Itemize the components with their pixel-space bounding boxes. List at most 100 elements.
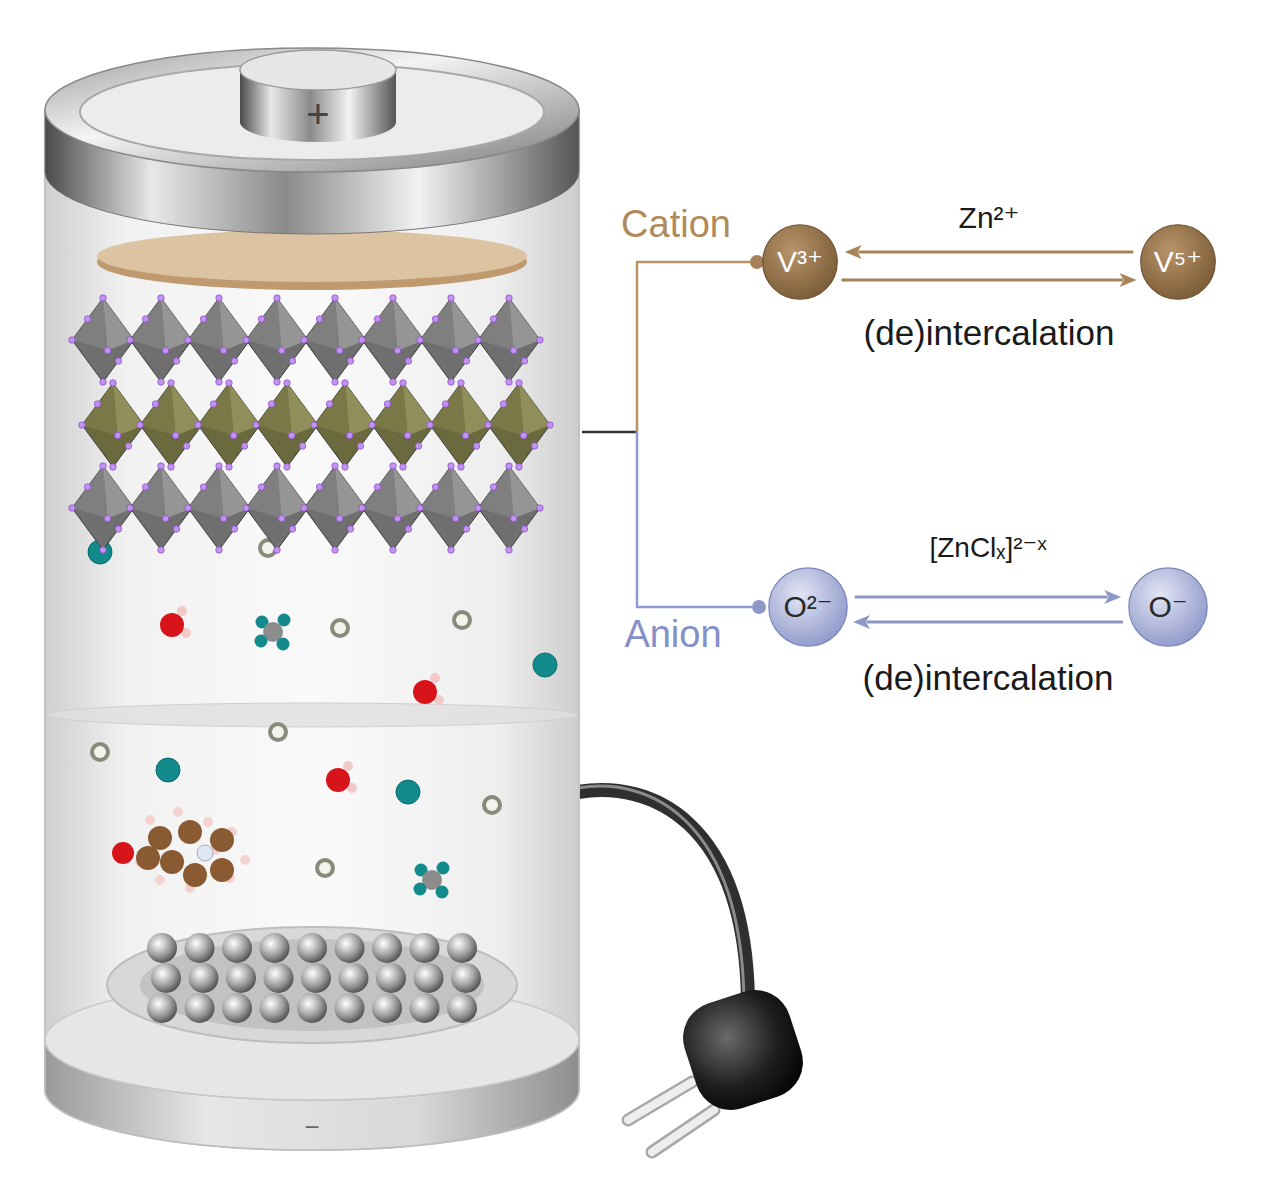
vanadium-oxide-lattice-part <box>185 463 253 553</box>
vanadium-oxide-lattice-part <box>394 515 400 521</box>
electrolyte-species-part <box>396 780 420 804</box>
vanadium-oxide-lattice-part <box>185 337 191 343</box>
electrolyte-species-part <box>112 842 134 864</box>
zinc-anode-spheres-part <box>260 933 290 963</box>
vanadium-oxide-lattice-part <box>304 298 340 351</box>
vanadium-oxide-lattice-part <box>100 295 106 301</box>
vanadium-oxide-lattice-part <box>130 466 192 550</box>
vanadium-oxide-lattice-part <box>506 379 512 385</box>
zinc-anode-spheres-part <box>297 993 327 1023</box>
vanadium-oxide-lattice-part <box>357 443 363 449</box>
vanadium-oxide-lattice-part <box>393 298 424 351</box>
vanadium-oxide-lattice-part <box>374 484 380 490</box>
vanadium-oxide-lattice-part <box>171 383 202 436</box>
vanadium-oxide-lattice-part <box>82 383 118 436</box>
branch-label: Anion <box>624 613 721 657</box>
vanadium-oxide-lattice-part <box>442 401 448 407</box>
vanadium-oxide-lattice-part <box>243 463 311 553</box>
vanadium-oxide-lattice-part <box>488 383 550 467</box>
arrow-head <box>1104 590 1121 604</box>
electrolyte-species-part <box>210 828 234 852</box>
electrolyte-species-part <box>178 820 202 844</box>
vanadium-oxide-lattice-part <box>299 443 305 449</box>
vanadium-oxide-lattice-part <box>284 380 290 386</box>
vanadium-oxide-lattice-part <box>417 295 485 385</box>
vanadium-oxide-lattice-part <box>372 383 408 436</box>
vanadium-oxide-lattice-part <box>537 505 543 511</box>
vanadium-oxide-lattice-part <box>362 298 424 382</box>
vanadium-oxide-lattice-part <box>277 466 308 519</box>
vanadium-oxide-lattice-part <box>405 358 411 364</box>
vanadium-oxide-lattice-part <box>79 380 147 470</box>
vanadium-oxide-lattice-part <box>432 316 438 322</box>
vanadium-oxide-lattice-part <box>336 347 342 353</box>
zinc-anode-spheres-part <box>447 993 477 1023</box>
reaction-arrow <box>841 273 1136 287</box>
vanadium-oxide-lattice-part <box>404 432 410 438</box>
vanadium-oxide-lattice-part <box>362 298 398 351</box>
vanadium-oxide-lattice-part <box>284 464 290 470</box>
vanadium-oxide-lattice-part <box>188 298 224 351</box>
vanadium-oxide-lattice-part <box>104 515 110 521</box>
vanadium-oxide-lattice-part <box>430 383 466 436</box>
branch-leader-lines <box>582 255 766 614</box>
plug-prongs-part <box>652 1110 714 1152</box>
zinc-anode-spheres-part <box>335 993 365 1023</box>
vanadium-oxide-lattice-part <box>452 515 458 521</box>
vanadium-oxide-lattice-part <box>137 380 205 470</box>
electrolyte-species-part <box>486 799 498 811</box>
vanadium-oxide-lattice-part <box>185 505 191 511</box>
vanadium-oxide-lattice-part <box>198 383 234 436</box>
vanadium-oxide-lattice-part <box>246 466 282 519</box>
vanadium-oxide-lattice-part <box>173 526 179 532</box>
vanadium-oxide-lattice-part <box>332 295 338 301</box>
vanadium-oxide-lattice-part <box>82 383 144 467</box>
vanadium-oxide-lattice-part <box>359 463 427 553</box>
battery-body-part <box>45 110 579 1150</box>
zinc-anode-spheres-part <box>260 993 290 1023</box>
zinc-anode-spheres-part <box>372 933 402 963</box>
vanadium-oxide-lattice-part <box>243 505 249 511</box>
vanadium-oxide-lattice-part <box>458 464 464 470</box>
plug-prongs-part <box>628 1082 692 1120</box>
cation-state-circle: V³⁺ <box>762 224 838 300</box>
vanadium-oxide-lattice-part <box>216 295 222 301</box>
vanadium-oxide-lattice-part <box>475 295 543 385</box>
zinc-anode-spheres-part <box>414 963 444 993</box>
vanadium-oxide-lattice-part <box>314 383 350 436</box>
electrolyte-species-part <box>456 614 468 626</box>
vanadium-oxide-lattice-part <box>510 515 516 521</box>
electrolyte-species-part <box>272 726 284 738</box>
vanadium-oxide-lattice-part <box>130 298 192 382</box>
separator-part <box>46 703 578 727</box>
arrow-shaft <box>841 279 1122 282</box>
vanadium-oxide-lattice-part <box>127 295 195 385</box>
zinc-anode-spheres-part <box>410 933 440 963</box>
vanadium-oxide-lattice-part <box>452 347 458 353</box>
ion-label: O⁻ <box>1148 590 1187 625</box>
vanadium-oxide-lattice-part <box>415 443 421 449</box>
electrolyte-species-part <box>94 746 106 758</box>
terminal-sign: − <box>304 1113 319 1143</box>
vanadium-oxide-lattice-part <box>130 298 166 351</box>
vanadium-oxide-lattice-part <box>173 358 179 364</box>
electrolyte-species-part <box>319 862 331 874</box>
electrolyte-species-part <box>268 722 288 742</box>
vanadium-oxide-lattice-part <box>311 380 379 470</box>
vanadium-oxide-lattice-part <box>342 380 348 386</box>
vanadium-oxide-lattice-part <box>125 443 131 449</box>
branch-leader-lines-part <box>637 432 752 607</box>
vanadium-oxide-lattice-part <box>226 380 232 386</box>
vanadium-oxide-lattice-part <box>420 298 482 382</box>
zinc-anode-spheres-part <box>339 963 369 993</box>
vanadium-oxide-lattice-part <box>301 337 307 343</box>
vanadium-oxide-lattice-part <box>451 466 482 519</box>
branch-label: Cation <box>621 203 731 247</box>
electrolyte-species-part <box>156 758 180 782</box>
electrolyte-species-part <box>343 761 353 771</box>
vanadium-oxide-lattice-part <box>226 464 232 470</box>
vanadium-oxide-lattice-part <box>369 422 375 428</box>
vanadium-oxide-lattice-part <box>104 347 110 353</box>
circle-shape <box>763 225 837 299</box>
